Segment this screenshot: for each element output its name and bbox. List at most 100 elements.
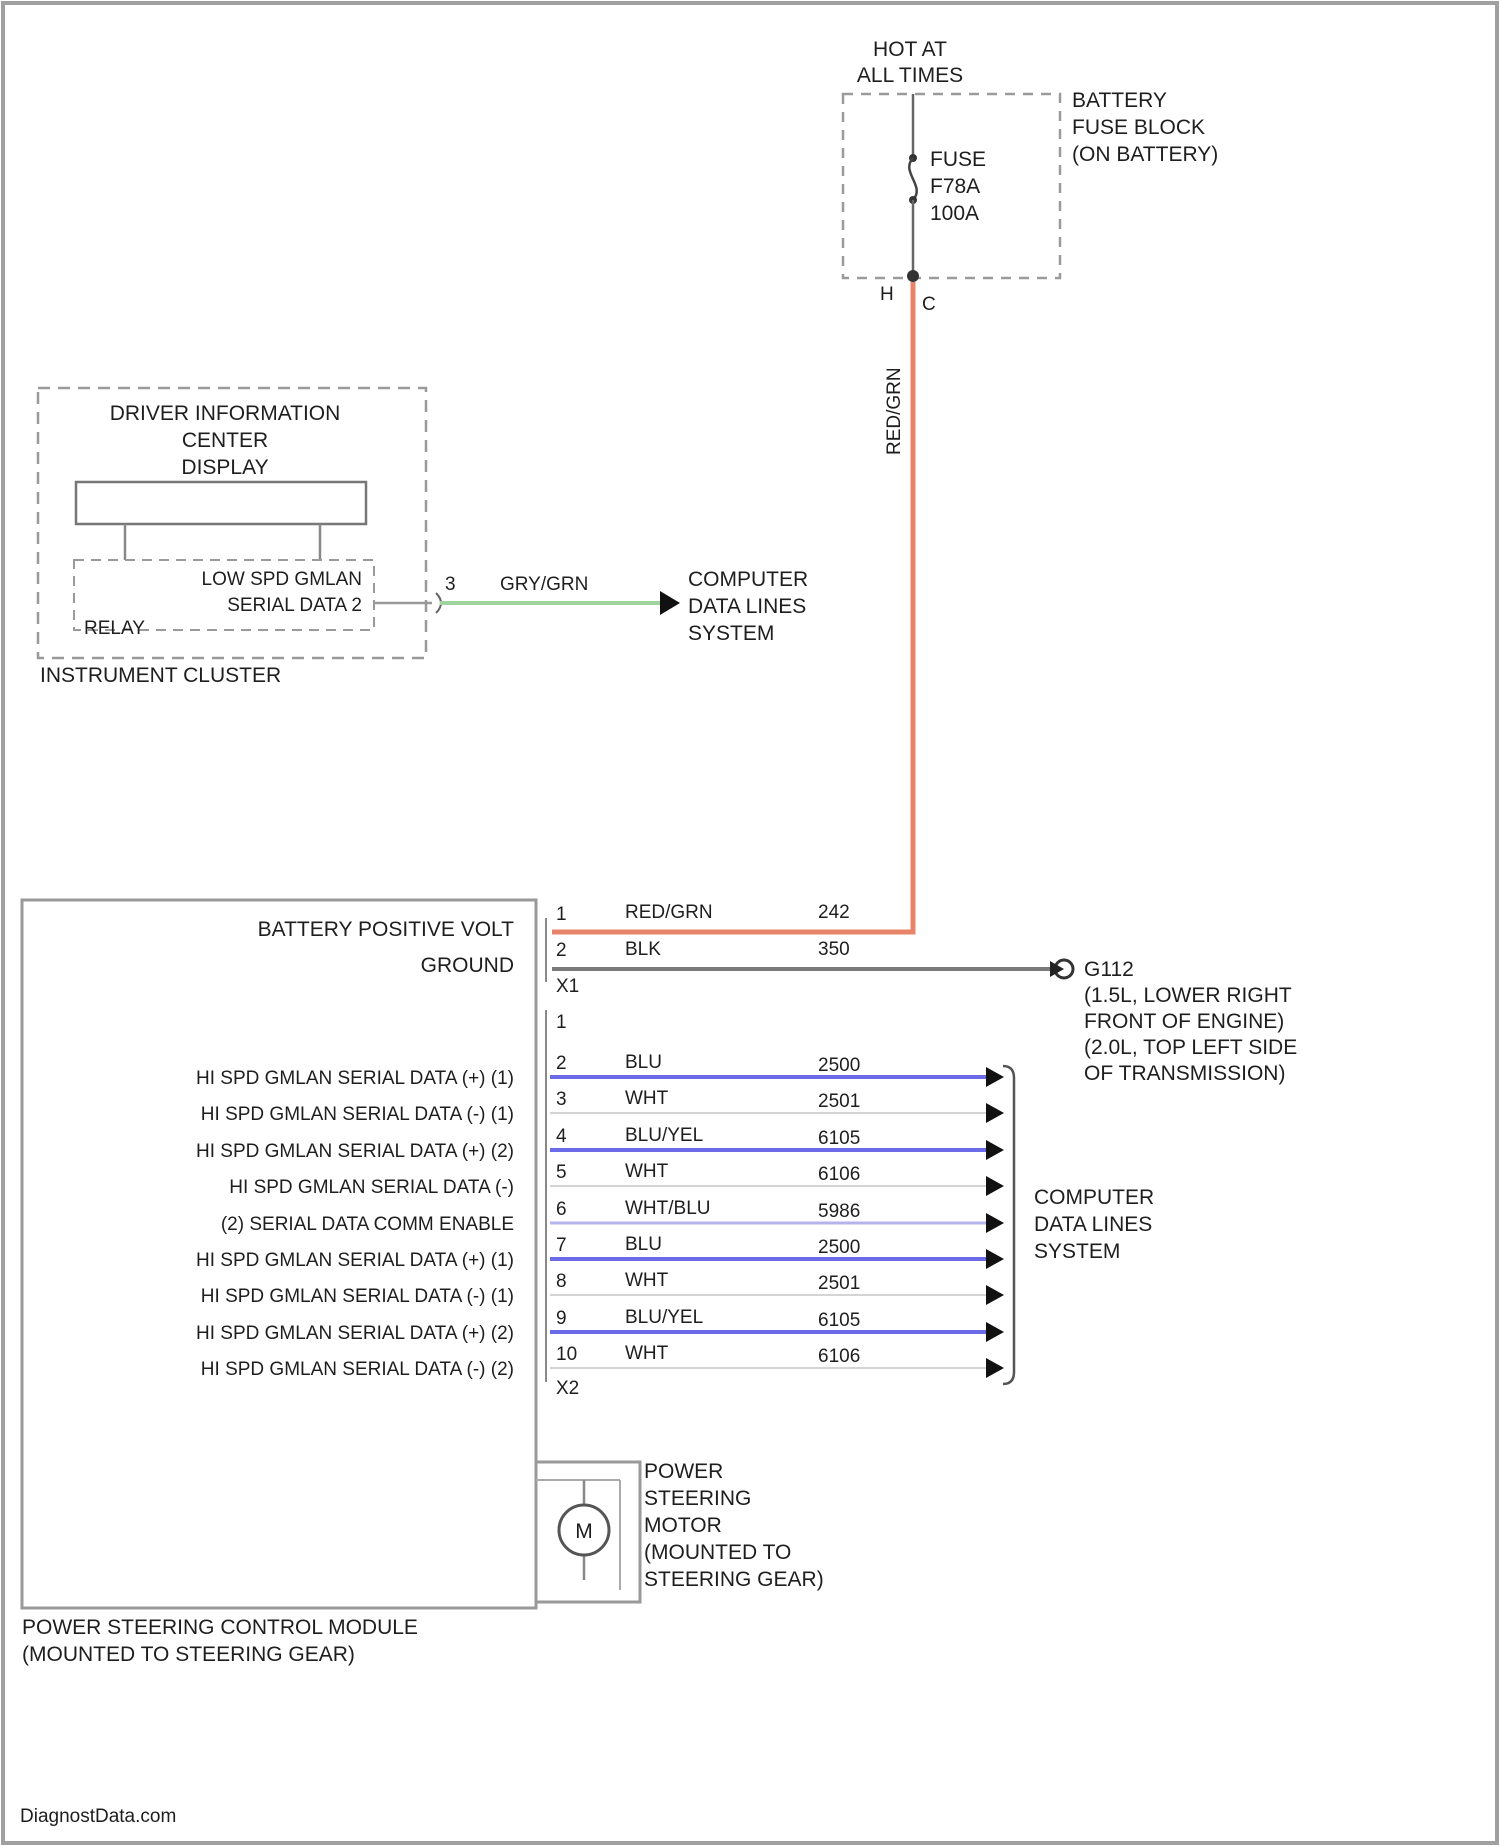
data-line-pin: 4 [556, 1126, 567, 1147]
data-line-arrow-icon [986, 1176, 1004, 1196]
fuse-pin-left: H [880, 284, 894, 305]
dic-title-1: DRIVER INFORMATION [110, 402, 341, 425]
fuse-label-3: 100A [930, 202, 979, 225]
data-line-wire-color: BLU/YEL [625, 1307, 703, 1328]
data-line-pin: 3 [556, 1089, 567, 1110]
data-line-pin: 8 [556, 1271, 567, 1292]
data-line-wire-color: WHT [625, 1343, 669, 1364]
hot-at-label-1: HOT AT [873, 38, 947, 61]
data-line-wire-color: WHT [625, 1088, 669, 1109]
motor-label-4: (MOUNTED TO [644, 1541, 791, 1564]
data-line-arrow-icon [986, 1103, 1004, 1123]
data-line-label: HI SPD GMLAN SERIAL DATA (+) (2) [196, 1141, 514, 1162]
ground-location-4: OF TRANSMISSION) [1084, 1062, 1285, 1085]
fuse-label-2: F78A [930, 175, 980, 198]
watermark: DiagnostData.com [20, 1806, 176, 1827]
data-line-circuit: 5986 [818, 1201, 860, 1222]
data-line-circuit: 6105 [818, 1310, 860, 1331]
ground-location-3: (2.0L, TOP LEFT SIDE [1084, 1036, 1297, 1059]
data-line-pin: 5 [556, 1162, 567, 1183]
fuse-symbol [909, 158, 917, 200]
x2-connector-label: X2 [556, 1378, 579, 1399]
data-line-circuit: 2500 [818, 1237, 860, 1258]
data-line-circuit: 6106 [818, 1346, 860, 1367]
data-line-arrow-icon [986, 1358, 1004, 1378]
pscm-destination-3: SYSTEM [1034, 1240, 1120, 1263]
data-line-pin: 9 [556, 1308, 567, 1329]
data-line-label: HI SPD GMLAN SERIAL DATA (-) (2) [201, 1359, 514, 1380]
data-line-pin: 6 [556, 1199, 567, 1220]
pscm-pin2-number: 2 [556, 940, 567, 961]
motor-symbol: M [575, 1520, 593, 1543]
fuse-block-splice [907, 270, 919, 282]
dic-title-2: CENTER [182, 429, 268, 452]
pin1-circuit: 242 [818, 902, 850, 923]
instrument-cluster: DRIVER INFORMATION CENTER DISPLAY LOW SP… [38, 388, 808, 687]
data-line-arrow-icon [986, 1249, 1004, 1269]
dic-title-3: DISPLAY [181, 456, 268, 479]
data-line-arrow-icon [986, 1322, 1004, 1342]
dic-destination-1: COMPUTER [688, 568, 808, 591]
pin1-wire-color: RED/GRN [625, 902, 713, 923]
power-steering-control-module: BATTERY POSITIVE VOLT GROUND 1 2 X1 RED/… [22, 900, 1297, 1666]
page-frame [3, 3, 1497, 1843]
data-line-arrow-icon [986, 1213, 1004, 1233]
dic-destination-3: SYSTEM [688, 622, 774, 645]
data-line-label: HI SPD GMLAN SERIAL DATA (+) (2) [196, 1323, 514, 1344]
ground-location-1: (1.5L, LOWER RIGHT [1084, 984, 1292, 1007]
data-line-label: HI SPD GMLAN SERIAL DATA (-) (1) [201, 1286, 514, 1307]
hot-at-label-2: ALL TIMES [857, 64, 963, 87]
data-line-label: HI SPD GMLAN SERIAL DATA (+) (1) [196, 1250, 514, 1271]
dic-display [76, 482, 366, 524]
destination-bracket [1003, 1066, 1014, 1384]
data-line-label: HI SPD GMLAN SERIAL DATA (-) [229, 1177, 514, 1198]
motor-label-5: STEERING GEAR) [644, 1568, 824, 1591]
fuse-pin-right: C [922, 294, 936, 315]
data-line-label: (2) SERIAL DATA COMM ENABLE [221, 1214, 514, 1235]
pscm-pin1-number: 1 [556, 904, 567, 925]
data-line-circuit: 2501 [818, 1091, 860, 1112]
dic-gmlan-label-2: SERIAL DATA 2 [227, 595, 362, 616]
motor-label-2: STEERING [644, 1487, 751, 1510]
pscm-pin2-label: GROUND [421, 954, 514, 977]
data-line-circuit: 6106 [818, 1164, 860, 1185]
pscm-destination-1: COMPUTER [1034, 1186, 1154, 1209]
feed-wire-color-label: RED/GRN [884, 367, 905, 455]
fuse-block-label-1: BATTERY [1072, 89, 1167, 112]
ground-location-2: FRONT OF ENGINE) [1084, 1010, 1284, 1033]
data-line-pin: 7 [556, 1235, 567, 1256]
motor-label-1: POWER [644, 1460, 723, 1483]
data-line-arrow-icon [986, 1140, 1004, 1160]
data-line-label: HI SPD GMLAN SERIAL DATA (+) (1) [196, 1068, 514, 1089]
data-line-circuit: 2501 [818, 1273, 860, 1294]
data-line-pin: 2 [556, 1053, 567, 1074]
battery-fuse-block: HOT AT ALL TIMES BATTERY FUSE BLOCK (ON … [843, 38, 1218, 315]
data-line-arrow-icon [986, 1285, 1004, 1305]
dic-pin-number: 3 [445, 574, 456, 595]
pin2-circuit: 350 [818, 939, 850, 960]
pscm-pin1-label: BATTERY POSITIVE VOLT [258, 918, 515, 941]
x2-pin1-number: 1 [556, 1012, 567, 1033]
dic-wire-color: GRY/GRN [500, 574, 588, 595]
data-line-wire-color: WHT [625, 1161, 669, 1182]
data-line-wire-color: WHT [625, 1270, 669, 1291]
data-line-arrow-icon [986, 1067, 1004, 1087]
data-line-label: HI SPD GMLAN SERIAL DATA (-) (1) [201, 1104, 514, 1125]
fuse-label-1: FUSE [930, 148, 986, 171]
dic-gmlan-label-1: LOW SPD GMLAN [202, 569, 362, 590]
pscm-module-label-2: (MOUNTED TO STEERING GEAR) [22, 1643, 355, 1666]
dic-relay-label: RELAY [84, 618, 145, 639]
pscm-module-label-1: POWER STEERING CONTROL MODULE [22, 1616, 418, 1639]
dic-destination-2: DATA LINES [688, 595, 806, 618]
data-line-pin: 10 [556, 1344, 577, 1365]
dic-arrow-icon [660, 591, 680, 615]
x1-connector-label: X1 [556, 976, 579, 997]
pin2-wire-color: BLK [625, 939, 661, 960]
fuse-block-label-3: (ON BATTERY) [1072, 143, 1218, 166]
motor-label-3: MOTOR [644, 1514, 722, 1537]
data-line-wire-color: BLU/YEL [625, 1125, 703, 1146]
fuse-block-label-2: FUSE BLOCK [1072, 116, 1205, 139]
